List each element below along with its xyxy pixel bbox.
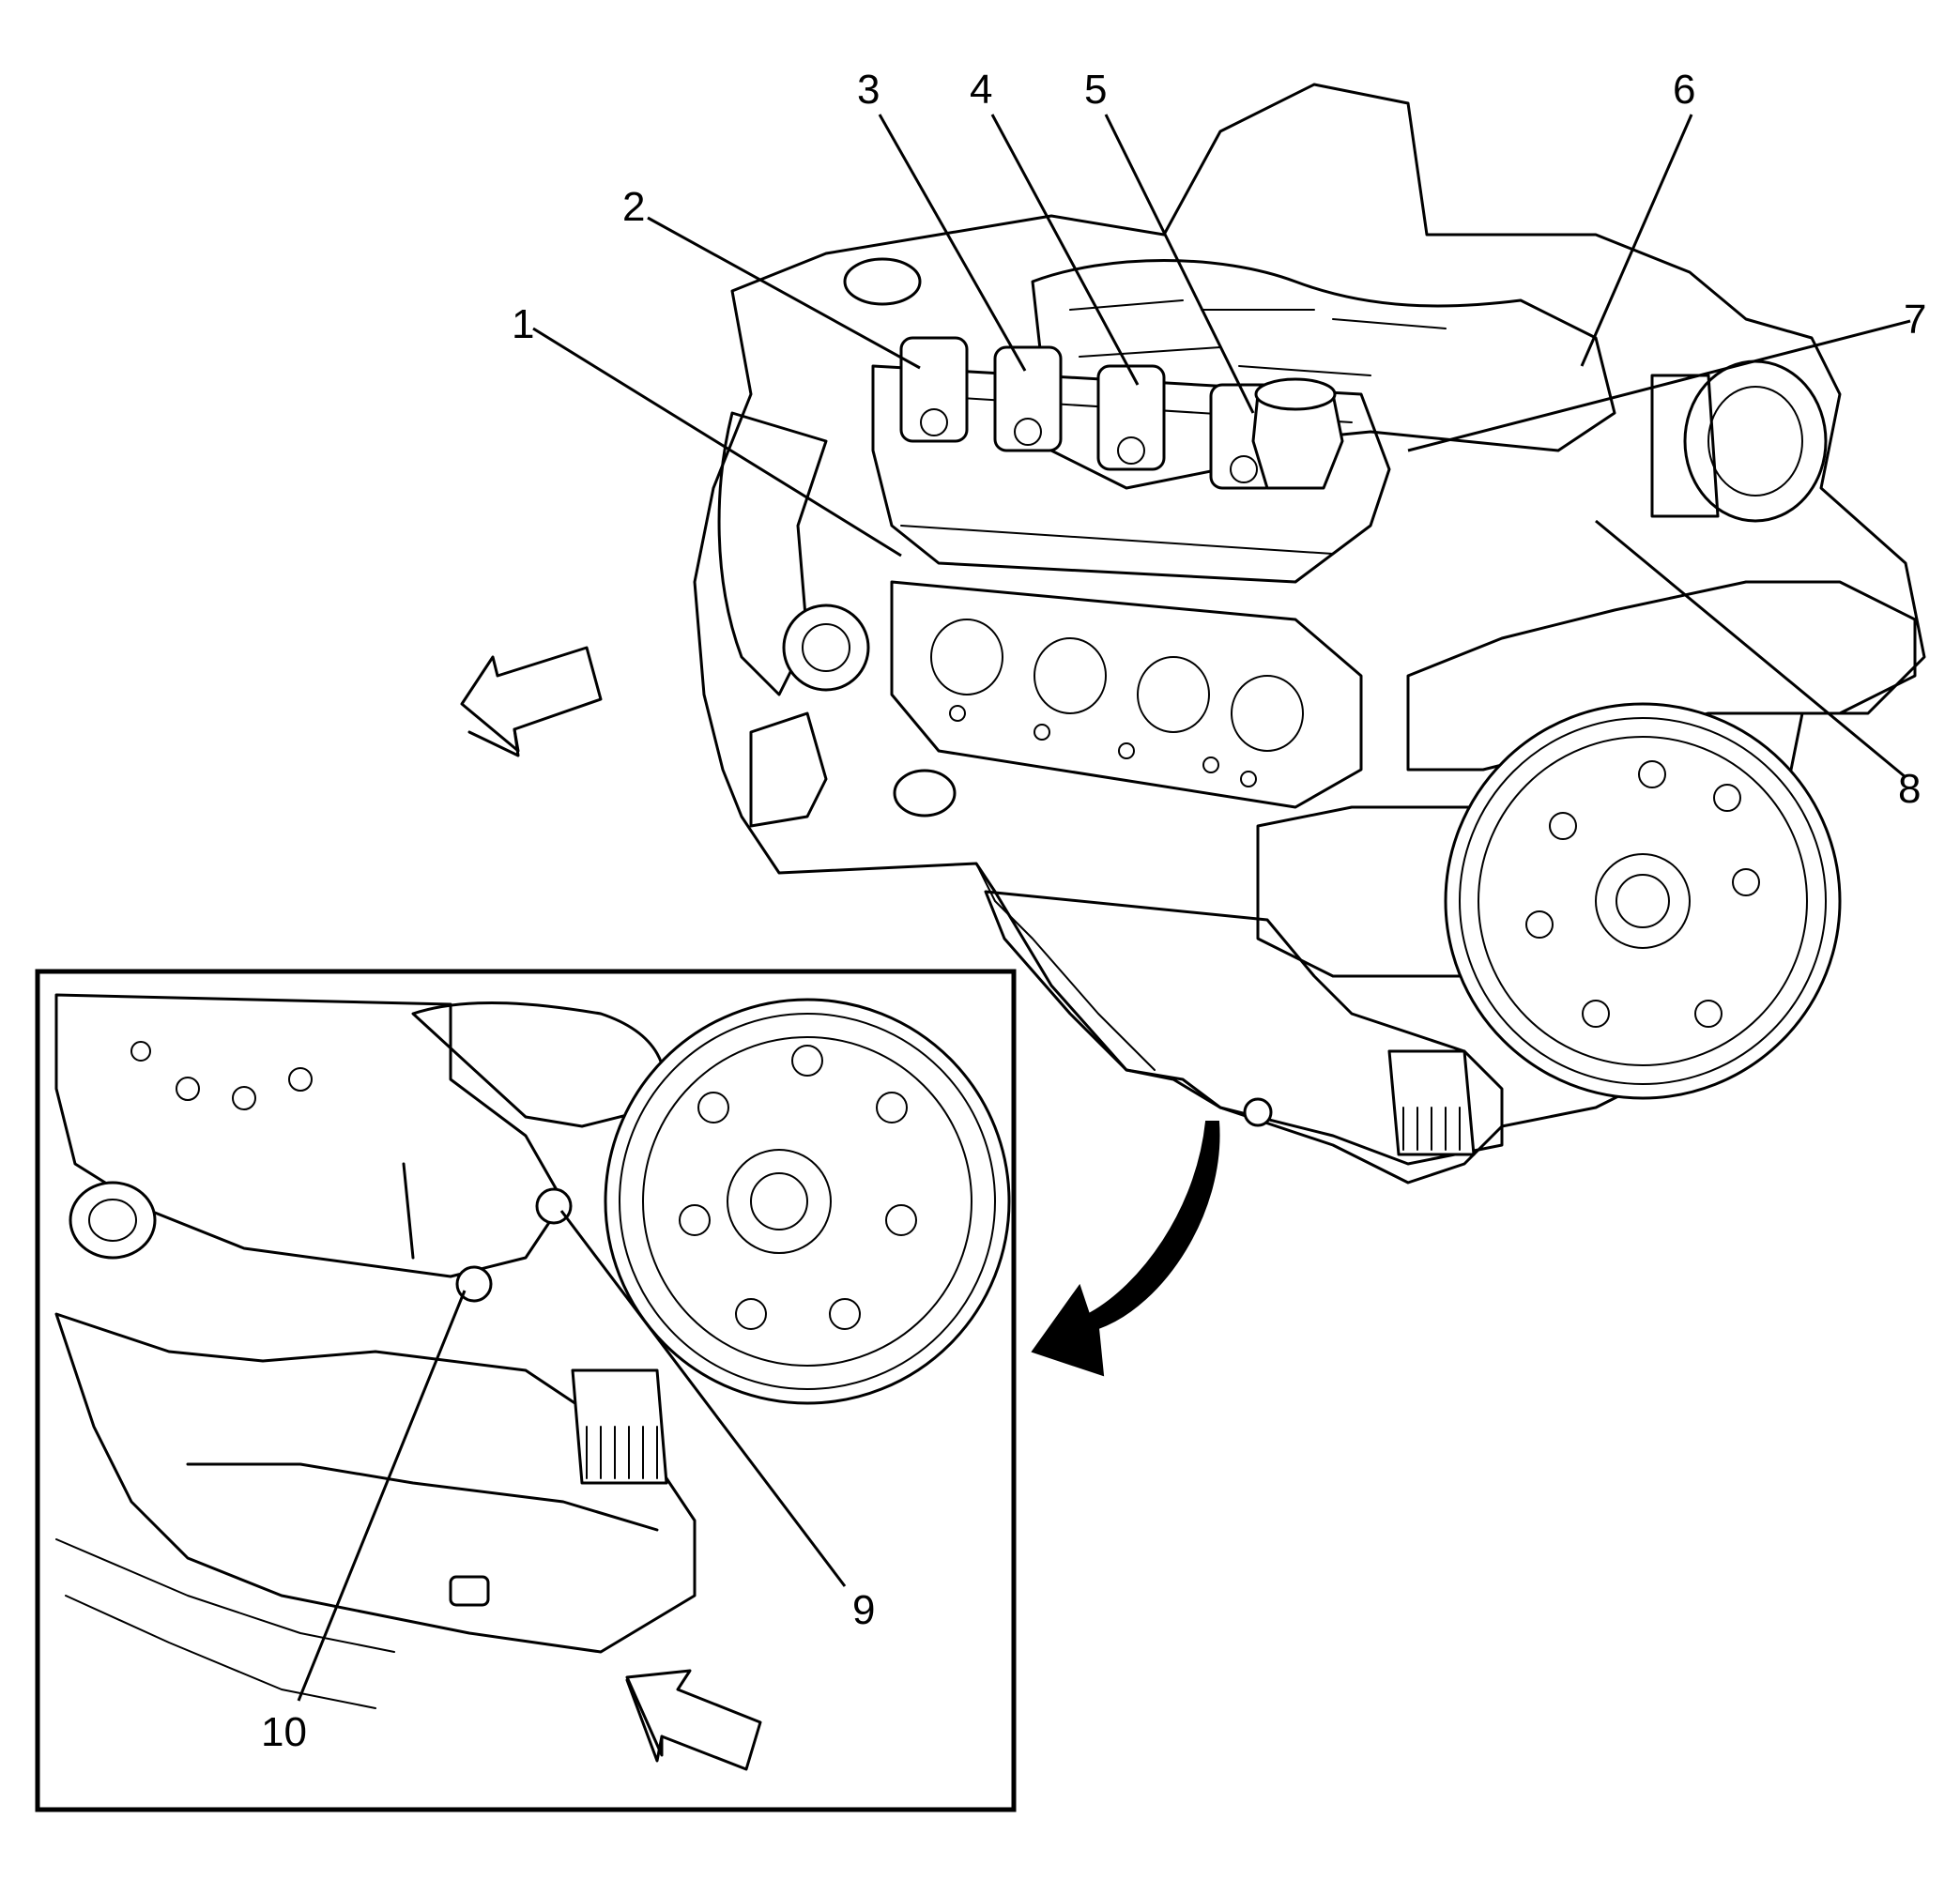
callout-numbers-main: 1 2 3 4 5 6 7 8	[512, 67, 1926, 812]
engine-illustration	[693, 83, 1926, 1185]
inset-flywheel	[604, 998, 1011, 1405]
callout-2: 2	[622, 184, 645, 230]
callout-6: 6	[1673, 67, 1695, 113]
exhaust-manifold	[890, 580, 1363, 809]
oil-pan	[975, 863, 1504, 1166]
callout-10: 10	[261, 1709, 307, 1755]
view-direction-arrow-main-icon	[460, 646, 603, 757]
callout-7: 7	[1904, 297, 1926, 343]
ignition-coils	[899, 336, 1279, 490]
callout-leaders-inset	[297, 1210, 847, 1702]
callout-numbers-inset: 9 10	[261, 1587, 875, 1755]
callout-leaders-main	[532, 114, 1911, 779]
callout-9: 9	[852, 1587, 875, 1633]
front-accessories	[717, 257, 957, 828]
callout-4: 4	[970, 67, 992, 113]
callout-3: 3	[857, 67, 880, 113]
callout-1: 1	[512, 301, 534, 347]
flywheel	[1444, 702, 1842, 1100]
detail-inset	[35, 969, 1017, 1812]
callout-8: 8	[1898, 766, 1921, 812]
view-direction-arrow-inset-icon	[625, 1669, 762, 1771]
callout-5: 5	[1084, 67, 1107, 113]
curved-detail-arrow-icon	[1031, 1121, 1220, 1377]
